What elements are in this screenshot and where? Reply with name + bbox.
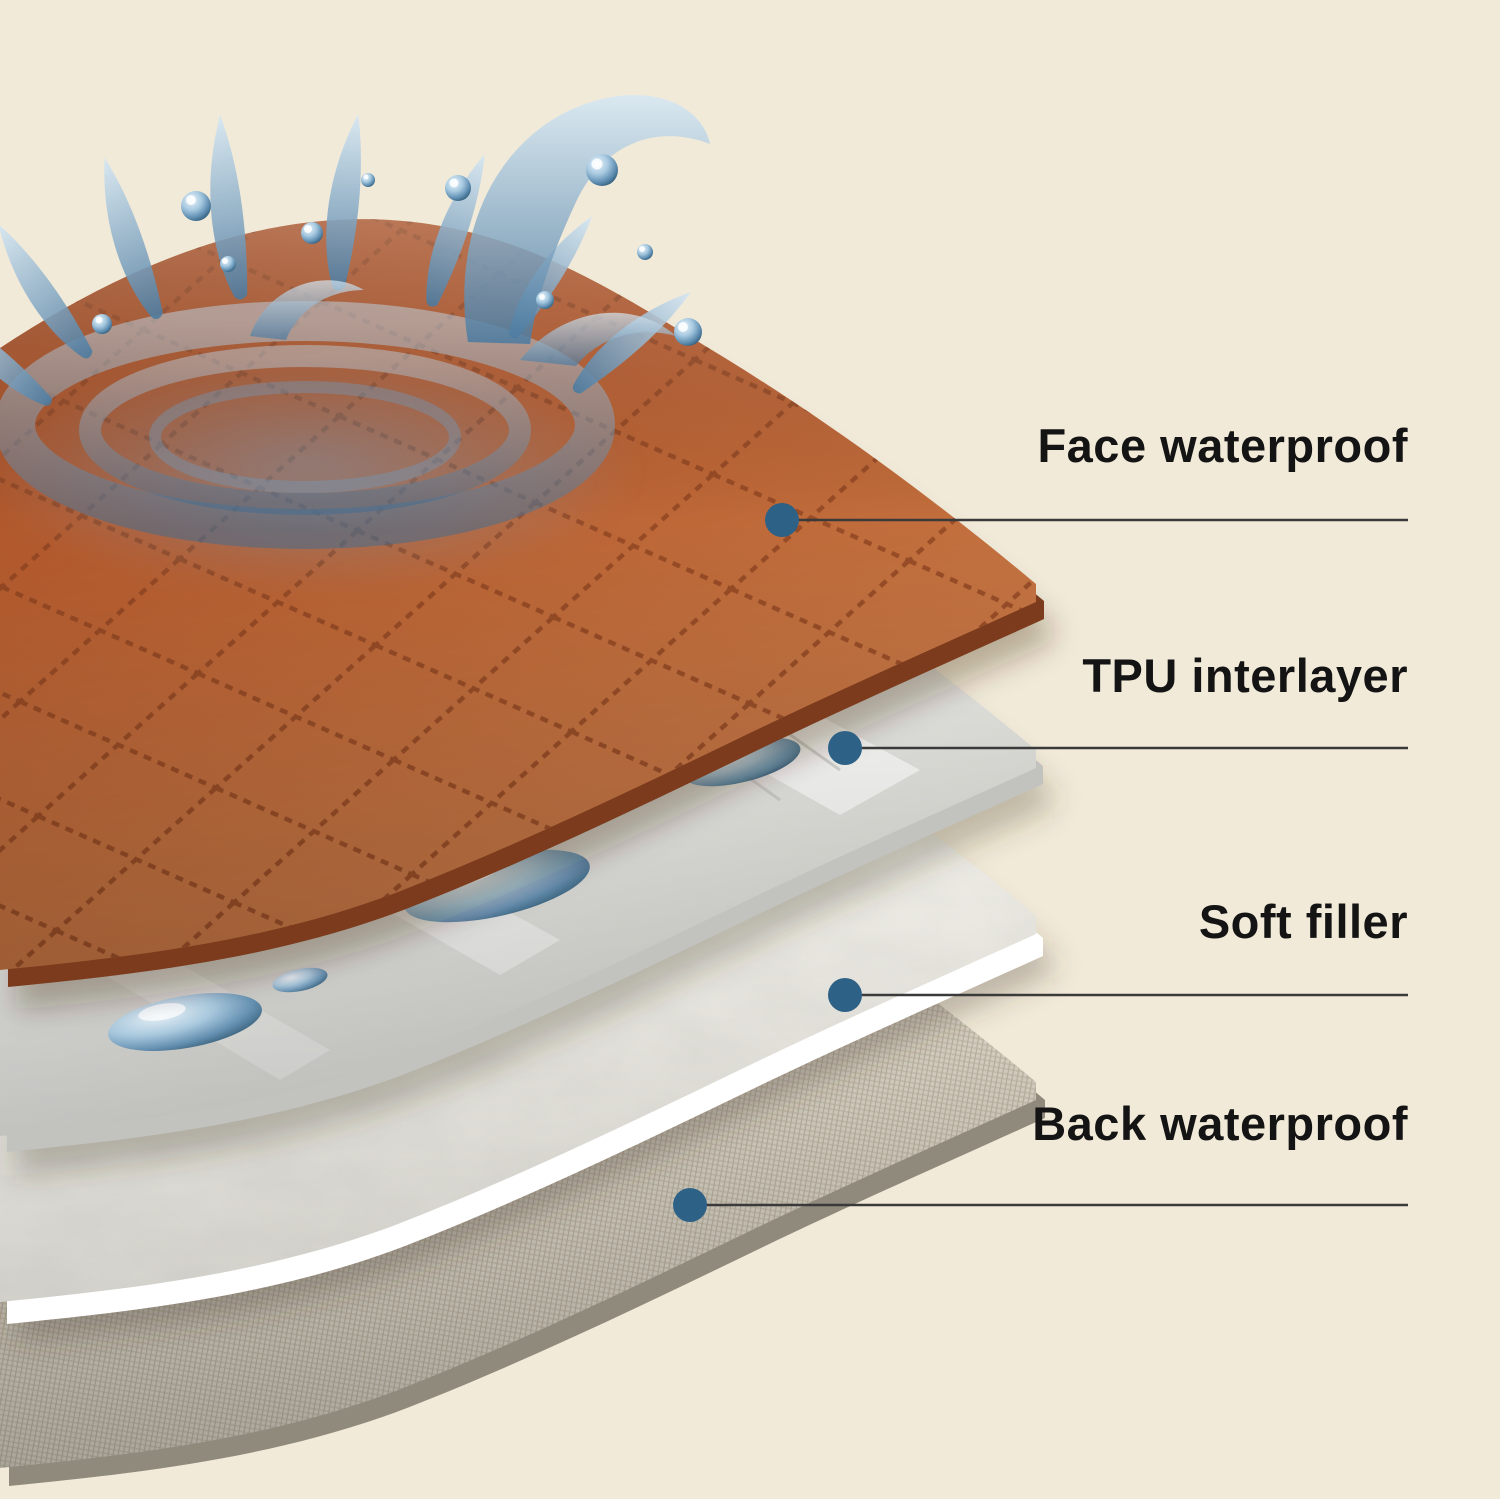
callout-dot-soft [828,978,862,1012]
callout-dots [673,503,862,1222]
callout-dot-back [673,1188,707,1222]
callout-dot-face [765,503,799,537]
layer-label-back-waterproof: Back waterproof [1032,1097,1408,1150]
layer-label-soft-filler: Soft filler [1198,895,1408,948]
splash-droplets [92,154,702,346]
callout-dot-tpu [828,731,862,765]
face-waterproof-layer [0,94,1052,1010]
layer-label-tpu-interlayer: TPU interlayer [1082,649,1408,702]
leader-lines [690,518,1408,1207]
water-splash-illustration [0,94,710,590]
layer-label-face-waterproof: Face waterproof [1037,419,1408,472]
